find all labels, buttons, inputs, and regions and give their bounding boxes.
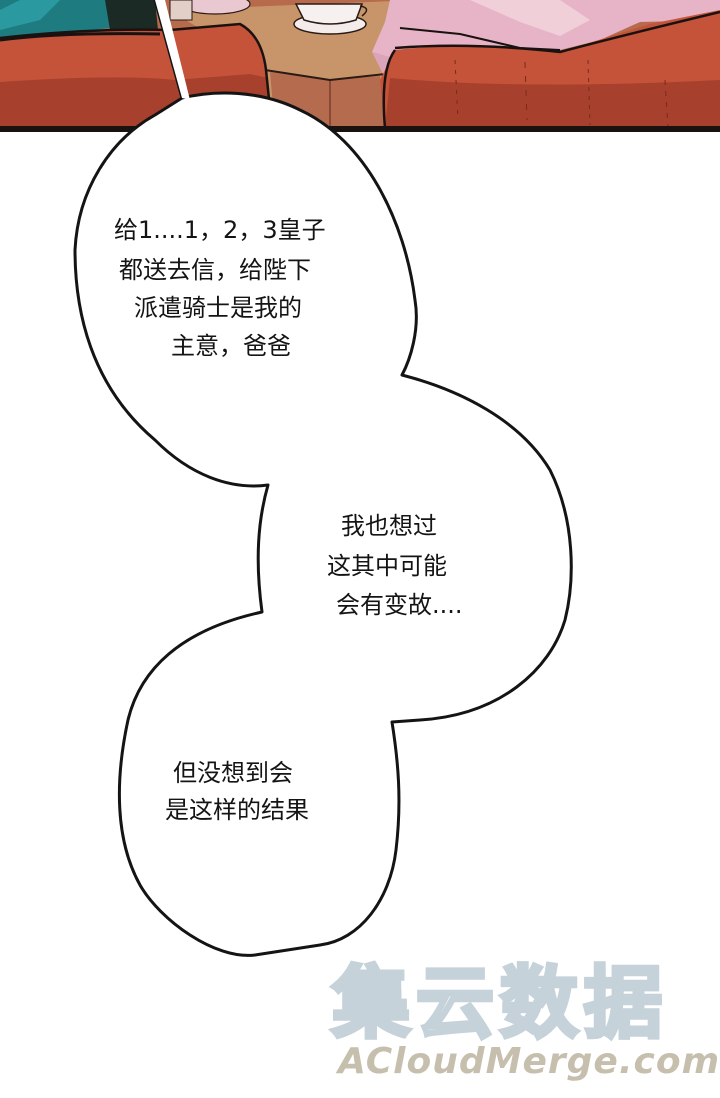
watermark-chinese: 集云数据 [330,957,669,1051]
bubble-text-line: 主意，爸爸 [171,332,291,360]
scene-illustration [0,0,720,132]
bubble-text-line: 是这样的结果 [165,796,309,824]
watermark: 集云数据 ACloudMerge.com [330,957,720,1086]
bubble-text-line: 给1....1，2，3皇子 [114,216,326,244]
bubble-text-line: 这其中可能 [327,552,447,580]
watermark-english: ACloudMerge.com [338,1041,720,1082]
bubble-text-line: 我也想过 [341,512,437,540]
bubble-text-line: 派遣骑士是我的 [134,294,302,322]
bubble-text-line: 会有变故.... [336,591,463,619]
comic-scene-top [0,0,720,132]
bubble-text-line: 但没想到会 [173,759,293,787]
bubble-text-line: 都送去信，给陛下 [119,256,311,284]
